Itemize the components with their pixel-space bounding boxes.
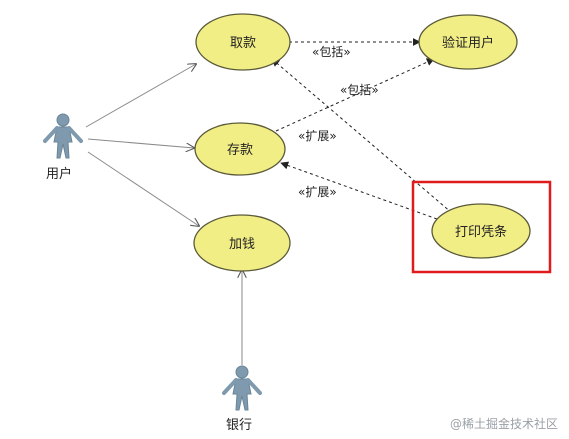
use-case-print-receipt-label: 打印凭条: [455, 224, 507, 240]
watermark: @稀土掘金技术社区: [450, 416, 558, 431]
use-case-add-money[interactable]: 加钱: [193, 214, 291, 272]
bank-actor-icon[interactable]: [222, 365, 262, 411]
use-case-verify-user-label: 验证用户: [442, 35, 494, 51]
include-deposit-verify: [275, 58, 435, 132]
use-case-verify-user[interactable]: 验证用户: [418, 14, 518, 70]
label-extend-deposit: «扩展»: [298, 129, 337, 143]
label-include-deposit-verify: «包括»: [340, 82, 379, 97]
use-case-withdraw-label: 取款: [230, 36, 256, 51]
label-include-withdraw-verify: «包括»: [312, 44, 351, 59]
use-case-deposit-label: 存款: [227, 143, 253, 158]
highlight-box: [411, 180, 552, 274]
assoc-user-deposit: [87, 138, 194, 148]
assoc-user-addmoney: [87, 151, 199, 226]
use-case-add-money-label: 加钱: [229, 237, 255, 252]
use-case-print-receipt[interactable]: 打印凭条: [431, 203, 531, 259]
use-case-deposit[interactable]: 存款: [194, 122, 286, 176]
extend-print-deposit: [280, 161, 438, 220]
user-actor-label: 用户: [46, 166, 72, 182]
user-actor-icon[interactable]: [43, 113, 83, 159]
label-extend-print: «扩展»: [298, 185, 337, 199]
assoc-user-withdraw: [85, 64, 196, 128]
use-case-withdraw[interactable]: 取款: [195, 13, 291, 71]
bank-actor-label: 银行: [226, 418, 252, 433]
